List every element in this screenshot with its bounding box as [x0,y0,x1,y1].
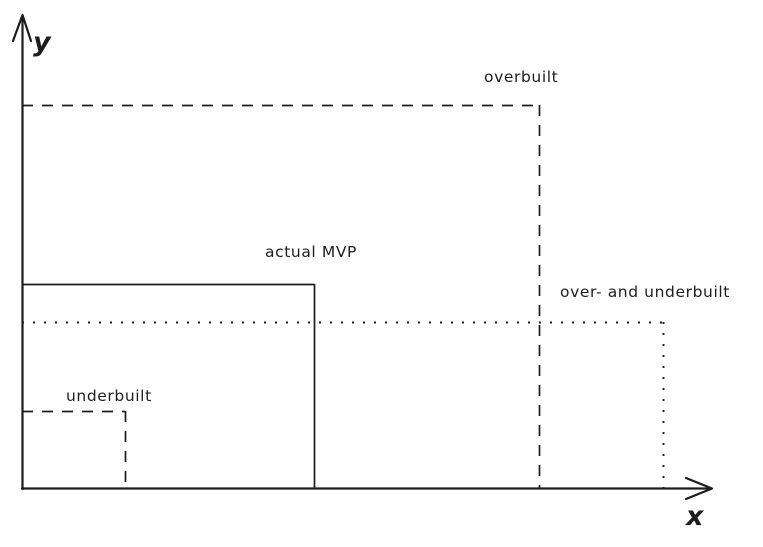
region-over-and-underbuilt-step [22,321,665,489]
label-over-and-underbuilt: over- and underbuilt [560,283,730,301]
x-axis-arrowhead [684,476,714,501]
label-overbuilt: overbuilt [484,68,559,86]
y-axis-label: y [33,27,51,58]
x-axis [20,476,714,501]
region-overbuilt-step [22,104,541,489]
label-actual-mvp: actual MVP [265,243,357,261]
y-axis-arrowhead [11,13,33,43]
region-actual-mvp-step [22,283,316,489]
region-underbuilt-step [22,410,127,489]
x-axis-label: x [686,501,704,532]
y-axis [11,13,33,491]
label-underbuilt: underbuilt [66,387,152,405]
